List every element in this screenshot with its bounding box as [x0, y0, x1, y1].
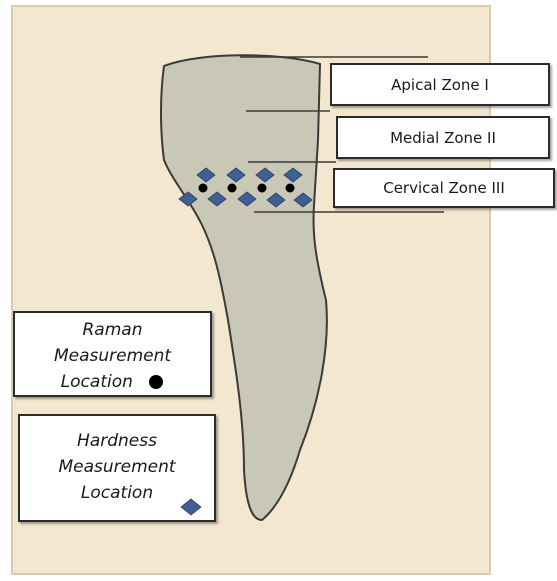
raman-legend: Raman Measurement Location — [13, 311, 212, 397]
raman-legend-line2: Measurement — [15, 343, 210, 369]
cervical-zone-label: Cervical Zone III — [333, 168, 555, 208]
raman-legend-line1: Raman — [15, 317, 210, 343]
blue-diamond-icon — [180, 498, 202, 516]
hardness-legend-line1: Hardness — [20, 428, 214, 454]
hardness-legend: Hardness Measurement Location — [18, 414, 216, 522]
hardness-legend-line3: Location — [81, 483, 153, 503]
raman-legend-line3-row: Location — [15, 369, 210, 395]
hardness-legend-line2: Measurement — [20, 454, 214, 480]
medial-zone-label: Medial Zone II — [336, 116, 550, 159]
raman-marker — [286, 184, 295, 193]
black-dot-icon — [148, 374, 164, 390]
raman-marker — [228, 184, 237, 193]
raman-legend-line3: Location — [61, 372, 133, 392]
raman-marker — [199, 184, 208, 193]
raman-marker — [258, 184, 267, 193]
apical-zone-label: Apical Zone I — [330, 63, 550, 106]
